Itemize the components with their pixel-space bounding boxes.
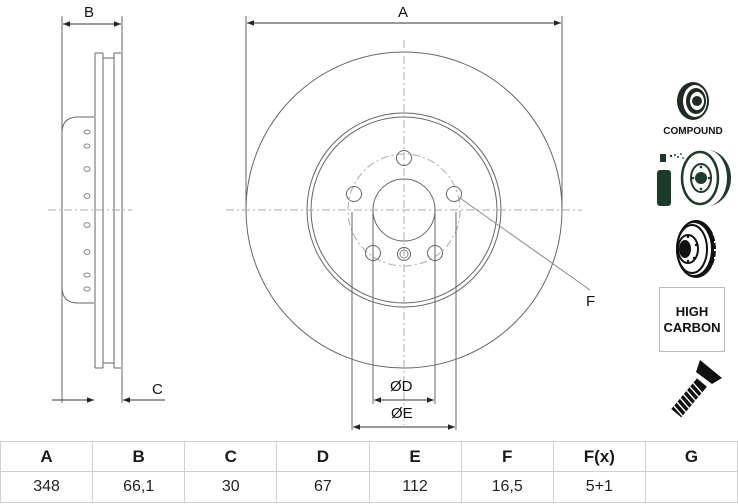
- high-carbon-line1: HIGH: [675, 303, 709, 319]
- brake-disc-drawing: [48, 16, 591, 430]
- compound-coated-disc-icon: [677, 82, 709, 120]
- spec-table-value-row: 348 66,1 30 67 112 16,5 5+1: [0, 471, 738, 503]
- countersunk-screw-icon: [671, 360, 722, 418]
- side-view: [48, 16, 165, 403]
- header-d: D: [276, 441, 370, 472]
- value-a: 348: [0, 471, 94, 503]
- header-e: E: [368, 441, 462, 472]
- front-view: [226, 16, 591, 430]
- dimension-label-d: ØD: [390, 378, 413, 395]
- header-g: G: [644, 441, 738, 472]
- value-d: 67: [276, 471, 370, 503]
- dimension-label-c: C: [152, 381, 163, 398]
- compound-caption: COMPOUND: [663, 126, 723, 137]
- header-c: C: [184, 441, 278, 472]
- value-c: 30: [184, 471, 278, 503]
- high-carbon-badge: HIGH CARBON: [659, 287, 725, 352]
- header-fx: F(x): [552, 441, 646, 472]
- dimension-label-e: ØE: [391, 405, 413, 422]
- vented-disc-icon: [676, 220, 717, 278]
- high-carbon-line2: CARBON: [663, 319, 721, 335]
- spray-coating-disc-icon: [657, 150, 731, 206]
- value-g: [644, 471, 738, 503]
- dimension-label-f: F: [586, 293, 596, 310]
- header-a: A: [0, 441, 94, 472]
- value-b: 66,1: [92, 471, 186, 503]
- dimension-label-a: A: [398, 4, 409, 21]
- value-f: 16,5: [460, 471, 554, 503]
- dimension-label-b: B: [84, 4, 95, 21]
- value-e: 112: [368, 471, 462, 503]
- header-f: F: [460, 441, 554, 472]
- header-b: B: [92, 441, 186, 472]
- value-fx: 5+1: [552, 471, 646, 503]
- spec-table-header-row: A B C D E F F(x) G: [0, 441, 738, 472]
- spec-table: A B C D E F F(x) G 348 66,1 30 67 112 16…: [0, 441, 738, 503]
